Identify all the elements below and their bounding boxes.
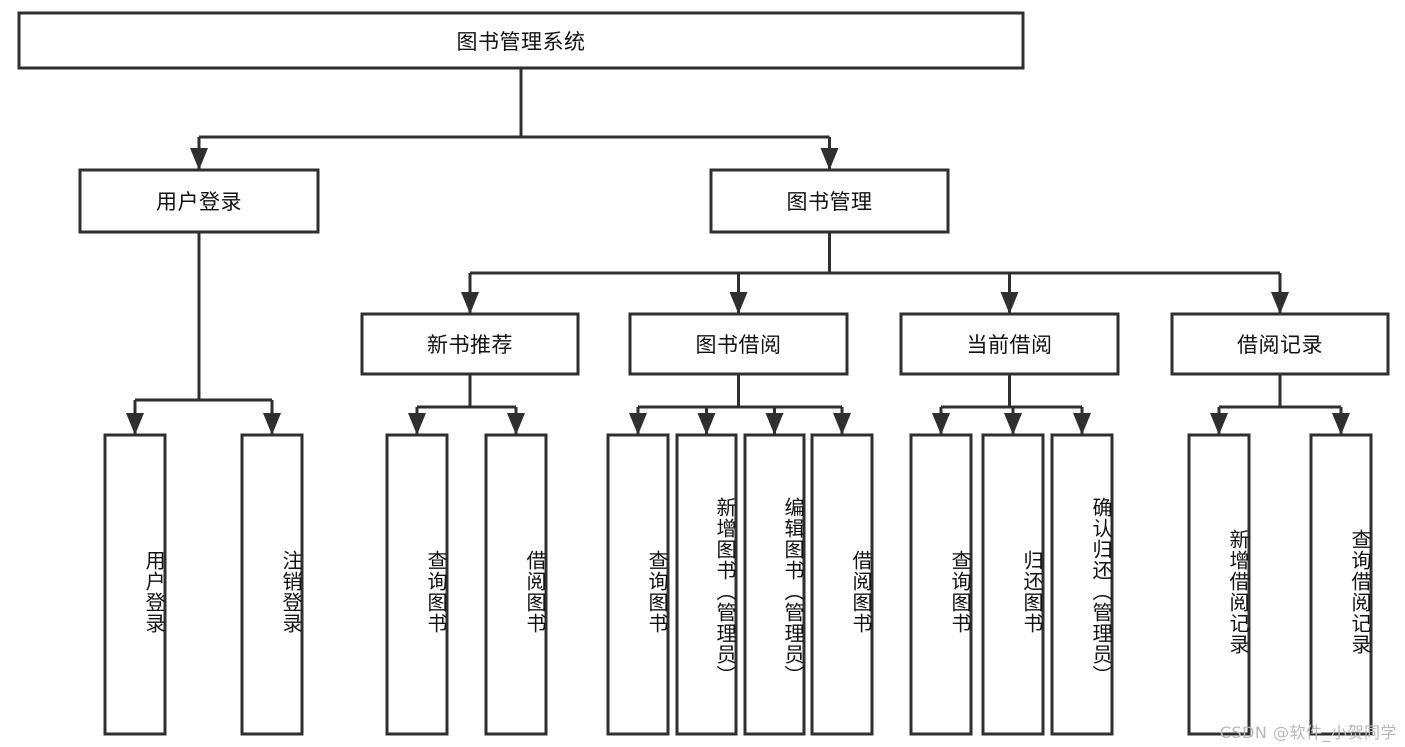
arrow-head-icon	[1073, 413, 1091, 435]
edges-layer	[126, 68, 1350, 435]
arrow-head-icon	[126, 413, 144, 435]
node-box-book-borrow[interactable]	[628, 312, 849, 376]
node-box-leaf-return-book[interactable]	[981, 433, 1045, 736]
node-box-leaf-query-book-3[interactable]	[909, 433, 973, 736]
arrow-head-icon	[1271, 292, 1289, 314]
node-box-borrow-record[interactable]	[1170, 312, 1390, 376]
arrow-head-icon	[629, 413, 647, 435]
node-box-current-borrow[interactable]	[899, 312, 1120, 376]
arrow-head-icon	[820, 148, 839, 170]
node-box-leaf-borrow-book-1[interactable]	[484, 433, 548, 736]
csdn-watermark: CSDN @软件_小贺同学	[1219, 723, 1397, 742]
arrow-head-icon	[190, 148, 208, 170]
arrow-head-icon	[932, 413, 950, 435]
arrow-head-icon	[729, 292, 748, 314]
node-box-user-login[interactable]	[78, 168, 320, 234]
node-box-leaf-edit-book[interactable]	[743, 433, 806, 736]
arrow-head-icon	[408, 413, 426, 435]
node-box-leaf-add-book[interactable]	[675, 433, 738, 736]
nodes-layer	[17, 11, 1390, 736]
node-box-leaf-user-logout[interactable]	[240, 433, 304, 736]
node-box-leaf-query-book-1[interactable]	[385, 433, 449, 736]
node-box-book-manage[interactable]	[709, 168, 950, 234]
arrow-head-icon	[1004, 413, 1022, 435]
arrow-head-icon	[507, 413, 525, 435]
node-box-leaf-borrow-book-2[interactable]	[810, 433, 874, 736]
arrow-head-icon	[765, 413, 784, 435]
node-box-new-book-rec[interactable]	[360, 312, 580, 376]
node-box-leaf-confirm-return[interactable]	[1050, 433, 1114, 736]
arrow-head-icon	[833, 413, 851, 435]
arrow-head-icon	[461, 292, 479, 314]
arrow-head-icon	[1332, 413, 1350, 435]
node-box-root[interactable]	[17, 11, 1025, 70]
arrow-head-icon	[263, 413, 281, 435]
arrow-head-icon	[1000, 292, 1019, 314]
node-box-leaf-add-record[interactable]	[1187, 433, 1251, 736]
arrow-head-icon	[697, 413, 716, 435]
node-box-leaf-query-record[interactable]	[1309, 433, 1373, 736]
arrow-head-icon	[1210, 413, 1228, 435]
node-box-leaf-query-book-2[interactable]	[606, 433, 670, 736]
node-box-leaf-user-login[interactable]	[103, 433, 167, 736]
